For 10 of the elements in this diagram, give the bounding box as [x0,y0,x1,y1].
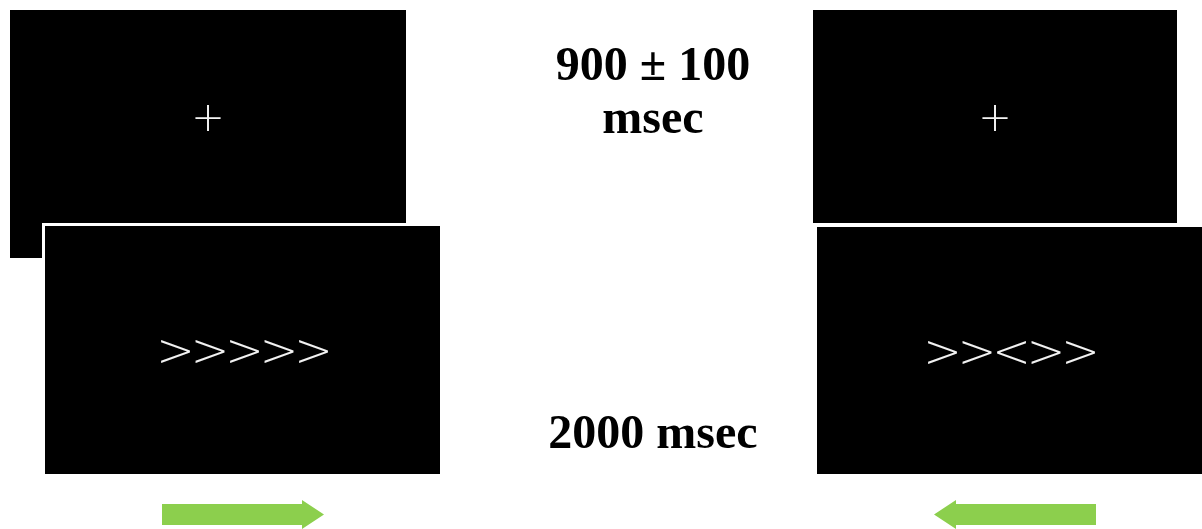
stimulus-symbol: >><>> [923,327,1096,374]
stimulus-symbol: + [191,96,225,137]
stimulus-screen [813,10,1177,223]
stimulus-symbol: >>>>> [156,327,329,373]
stimulus-screen [814,224,1202,477]
stimulus-screen [42,223,443,477]
duration-label: 2000 msec [547,406,759,459]
duration-label: 900 ± 100 msec [554,38,752,144]
stimulus-screen [10,10,406,223]
stimulus-symbol: + [978,96,1012,137]
